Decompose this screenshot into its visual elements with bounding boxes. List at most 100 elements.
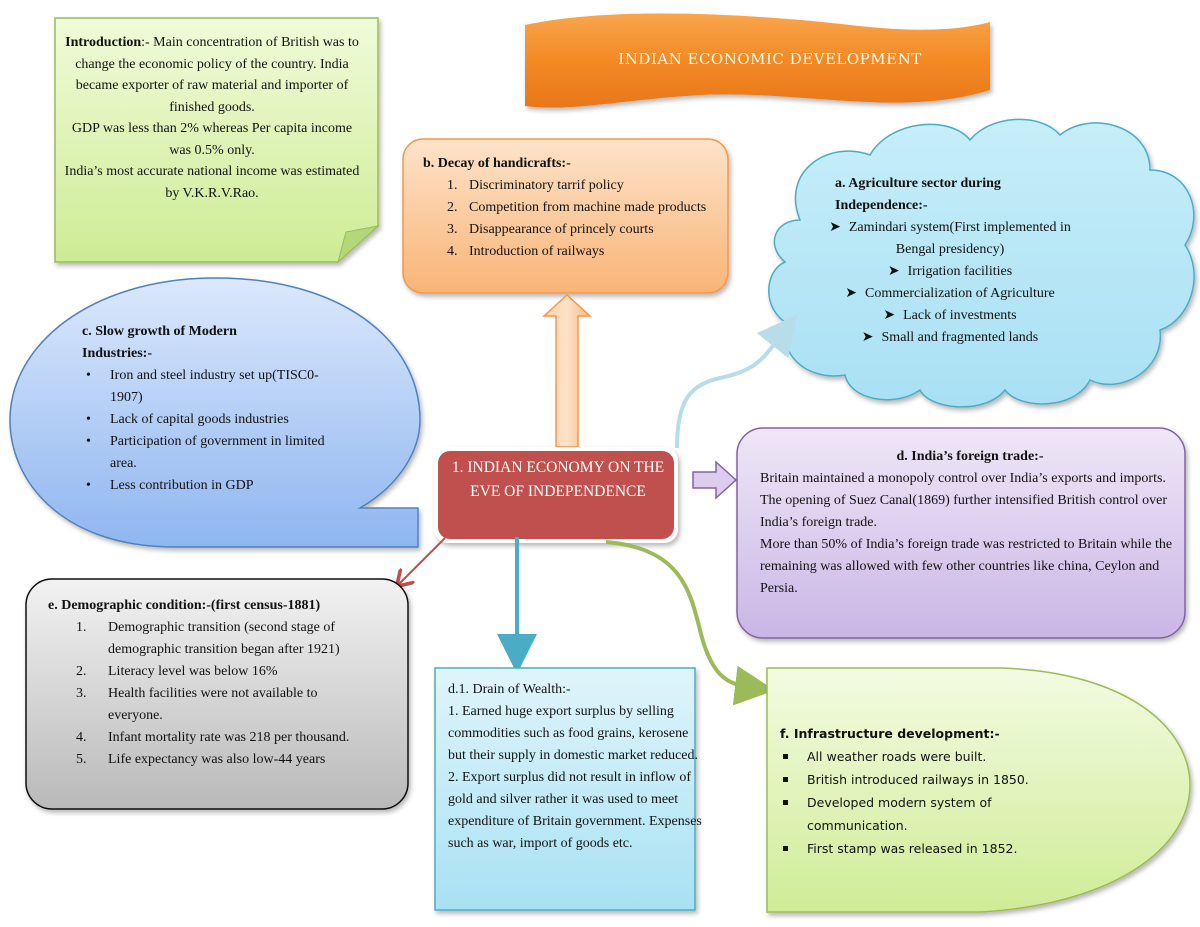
- item-text: Developed modern system of communication…: [807, 795, 992, 833]
- decay-of-handicrafts: b. Decay of handicrafts:- 1. Discriminato…: [423, 153, 723, 263]
- bullet-icon: •: [86, 368, 91, 383]
- item-text: First stamp was released in 1852.: [807, 841, 1018, 856]
- decay-box-shape: [402, 138, 729, 294]
- item-text: Disappearance of princely courts: [469, 222, 654, 237]
- list-item: • Lack of capital goods industries: [82, 409, 342, 431]
- up-arrow-connector: [542, 293, 592, 448]
- item-text: Iron and steel industry set up(TISC0-190…: [110, 368, 319, 405]
- arrowhead-bullet-icon: ➤: [887, 264, 900, 279]
- demographic-condition: e. Demographic condition:-(first census-…: [48, 595, 393, 771]
- paragraph: 1. Earned huge export surplus by selling…: [448, 704, 698, 763]
- item-number: 1.: [447, 178, 458, 193]
- list-item: 2. Competition from machine made products: [423, 197, 723, 219]
- list-item: All weather roads were built.: [780, 745, 1100, 768]
- demographic-list: 1.Demographic transition (second stage o…: [48, 617, 393, 771]
- central-topic-node[interactable]: 1. INDIAN ECONOMY ON THE EVE OF INDEPEND…: [451, 459, 665, 500]
- item-text: Discriminatory tarrif policy: [469, 178, 624, 193]
- drain-box-shape: [434, 667, 696, 911]
- item-text: Irrigation facilities: [907, 264, 1013, 279]
- list-item: • Less contribution in GDP: [82, 475, 342, 497]
- arrowhead-bullet-icon: ➤: [829, 220, 841, 235]
- paragraph: Britain maintained a monopoly control ov…: [760, 471, 1166, 486]
- infrastructure-connector: [605, 540, 775, 706]
- paragraph: More than 50% of India’s foreign trade w…: [760, 537, 1173, 596]
- intro-heading: Introduction: [65, 35, 142, 50]
- list-item: • Participation of government in limited …: [82, 431, 340, 475]
- agriculture-sector: a. Agriculture sector during Independenc…: [829, 173, 1071, 345]
- item-text: Zamindari system(First implemented in Be…: [848, 220, 1071, 257]
- item-number: 2.: [76, 664, 87, 679]
- decay-list: 1. Discriminatory tarrif policy 2. Competi…: [423, 175, 723, 263]
- slow-growth-bubble-shape: [9, 277, 421, 548]
- list-item: 4.Introduction of railways: [423, 241, 723, 263]
- right-arrow-connector: [692, 460, 738, 500]
- list-item: 3. Disappearance of princely courts: [423, 219, 723, 241]
- item-text: Lack of investments: [903, 308, 1017, 323]
- list-item: 4. Infant mortality rate was 218 per thou…: [48, 727, 358, 749]
- list-item: ➤ Small and fragmented lands: [815, 327, 1085, 349]
- demographic-connector: [398, 537, 446, 585]
- infrastructure-list: All weather roads were built. British in…: [780, 745, 1100, 860]
- intro-note: Introduction:- Main concentration of Bri…: [62, 32, 362, 204]
- arrowhead-bullet-icon: ➤: [861, 330, 874, 345]
- item-number: 5.: [76, 752, 87, 767]
- item-text: Health facilities were not available to …: [108, 686, 318, 723]
- infrastructure-development: f. Infrastructure development:- All weat…: [780, 722, 1100, 860]
- slow-growth-industries: c. Slow growth of Modern Industries:- • I…: [82, 321, 342, 497]
- intro-line: GDP was less than 2% whereas Per capita …: [71, 121, 353, 158]
- item-text: British introduced railways in 1850.: [807, 772, 1029, 787]
- list-item: ➤ Lack of investments: [815, 305, 1085, 327]
- paragraph: The opening of Suez Canal(1869) further …: [760, 493, 1168, 530]
- item-text: Small and fragmented lands: [881, 330, 1039, 345]
- item-text: Competition from machine made products: [469, 200, 707, 215]
- item-text: Participation of government in limited a…: [110, 434, 325, 471]
- intro-line: :- Main concentration of British was to …: [75, 35, 359, 115]
- item-number: 4.: [76, 730, 87, 745]
- arrowhead-bullet-icon: ➤: [845, 286, 857, 301]
- item-number: 2.: [447, 200, 458, 215]
- item-text: Lack of capital goods industries: [110, 412, 289, 427]
- bullet-icon: •: [86, 478, 91, 493]
- list-item: 2.Literacy level was below 16%: [48, 661, 393, 683]
- item-number: 4.: [447, 244, 458, 259]
- list-item: ➤ Zamindari system(First implemented in B…: [815, 217, 1085, 261]
- slow-growth-list: • Iron and steel industry set up(TISC0-19…: [82, 365, 342, 497]
- item-text: Life expectancy was also low-44 years: [108, 752, 326, 767]
- arrowhead-bullet-icon: ➤: [883, 308, 896, 323]
- list-item: First stamp was released in 1852.: [780, 837, 1100, 860]
- intro-line: India’s most accurate national income wa…: [64, 164, 360, 201]
- square-bullet-icon: [783, 754, 788, 759]
- agriculture-connector: [675, 314, 798, 449]
- bullet-icon: •: [86, 412, 91, 427]
- agriculture-heading: a. Agriculture sector during Independenc…: [835, 176, 1001, 213]
- item-number: 1.: [76, 620, 87, 635]
- item-text: Infant mortality rate was 218 per thousa…: [108, 730, 350, 745]
- list-item: 1.Demographic transition (second stage o…: [48, 617, 393, 661]
- foreign-trade-heading: d. India’s foreign trade:-: [896, 449, 1044, 464]
- list-item: 3. Health facilities were not available t…: [48, 683, 358, 727]
- demographic-box-shape: [25, 578, 409, 810]
- bullet-icon: •: [86, 434, 91, 449]
- drain-heading: d.1. Drain of Wealth:-: [448, 682, 571, 697]
- item-number: 3.: [76, 686, 87, 701]
- foreign-trade-box-shape: [736, 427, 1186, 639]
- drain-of-wealth: d.1. Drain of Wealth:- 1. Earned huge ex…: [448, 679, 703, 855]
- infrastructure-shape: [766, 667, 1191, 913]
- item-number: 3.: [447, 222, 458, 237]
- infrastructure-heading: f. Infrastructure development:-: [780, 726, 1000, 741]
- slow-growth-heading: c. Slow growth of Modern Industries:-: [82, 324, 237, 361]
- list-item: British introduced railways in 1850.: [780, 768, 1100, 791]
- demographic-heading: e. Demographic condition:-(first census-…: [48, 598, 321, 613]
- list-item: ➤ Commercialization of Agriculture: [815, 283, 1085, 305]
- intro-note-shape: [54, 17, 380, 264]
- item-text: All weather roads were built.: [807, 749, 987, 764]
- foreign-trade: d. India’s foreign trade:- Britain maint…: [760, 446, 1180, 600]
- item-text: Less contribution in GDP: [110, 478, 254, 493]
- agriculture-list: ➤ Zamindari system(First implemented in B…: [815, 217, 1085, 349]
- item-text: Commercialization of Agriculture: [865, 286, 1055, 301]
- square-bullet-icon: [783, 777, 788, 782]
- list-item: 5. Life expectancy was also low-44 years: [48, 749, 393, 771]
- list-item: 1. Discriminatory tarrif policy: [423, 175, 723, 197]
- decay-heading: b. Decay of handicrafts:-: [423, 156, 571, 171]
